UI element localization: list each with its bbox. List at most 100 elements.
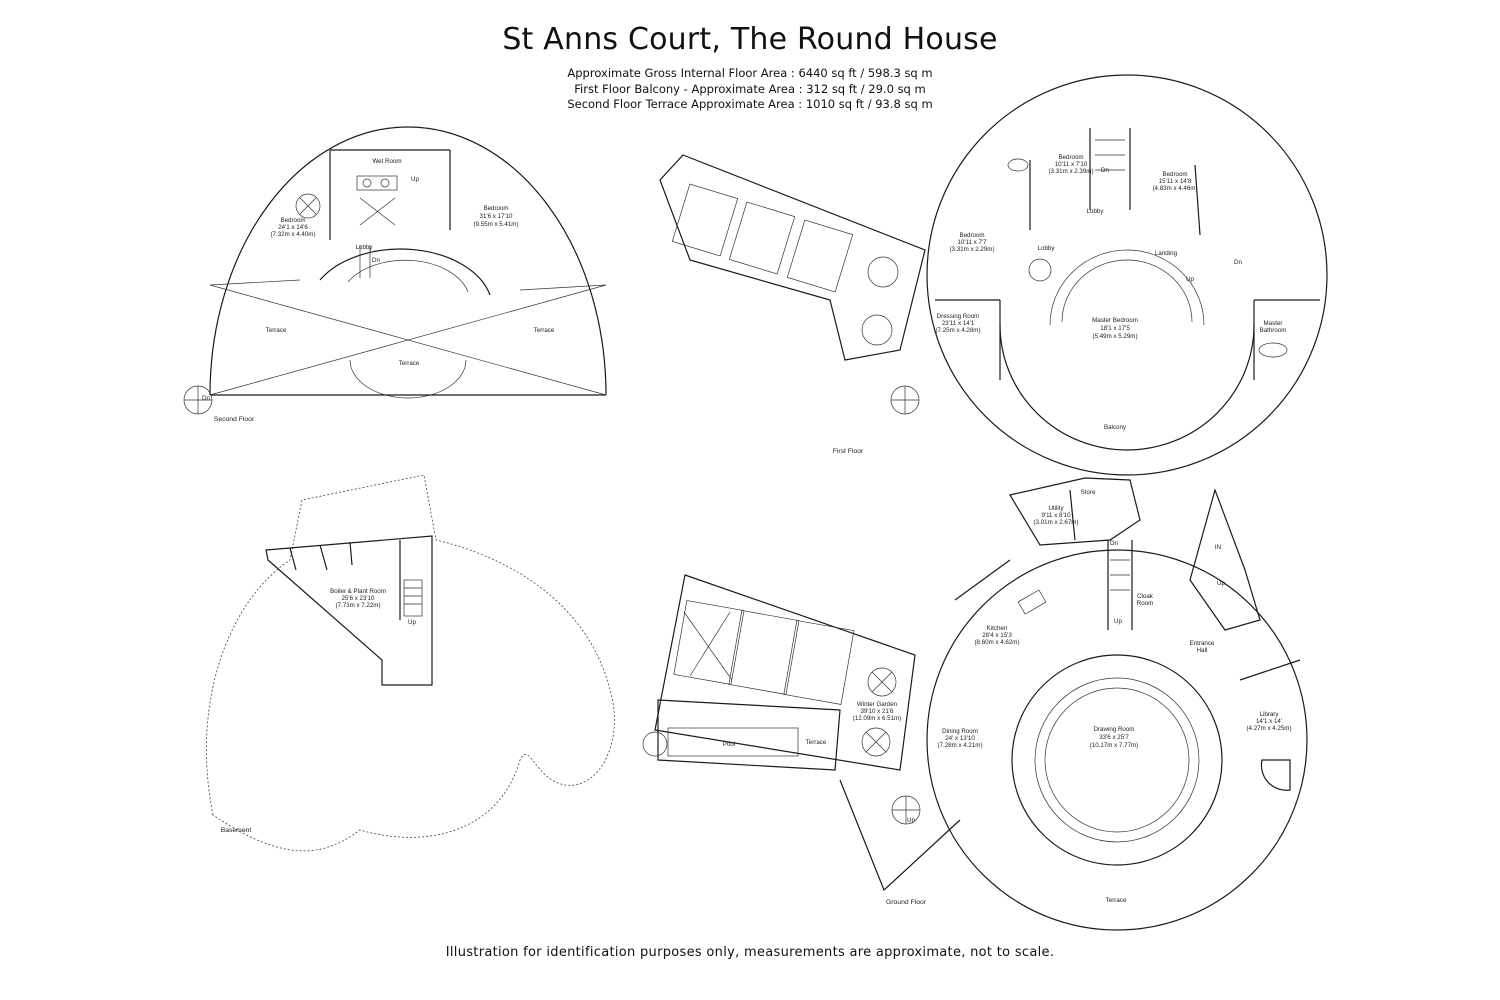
ff-bedroom-a-dim: 10'11 x 7'10	[1055, 161, 1088, 168]
gf-cloak-line1: Cloak	[1137, 593, 1154, 600]
gf-library-dim: 14'1 x 14'	[1256, 718, 1282, 725]
gf-library-metric: (4.27m x 4.25m)	[1246, 725, 1291, 732]
first-floor-balcony-edge	[999, 324, 1255, 451]
sf-wet-room-label: Wet Room	[372, 158, 401, 165]
ff-bedroom-c-metric: (3.31m x 2.29m)	[949, 246, 994, 253]
basement-plant-room	[265, 535, 433, 686]
bs-boiler-metric: (7.73m x 7.22m)	[335, 602, 380, 609]
sf-stair-up: Up	[411, 176, 419, 183]
ground-floor-library-bay	[1260, 759, 1291, 791]
gf-pool-label: Pool	[723, 741, 735, 748]
gf-utility-metric: (3.01m x 2.67m)	[1033, 519, 1078, 526]
gf-utility-dim: 9'11 x 8'10	[1041, 512, 1071, 519]
gf-dining-dim: 24' x 13'10	[945, 735, 975, 742]
sf-bedroom2-dim: 31'6 x 17'10	[480, 213, 514, 220]
gf-kitchen-name: Kitchen	[987, 625, 1008, 632]
basement-label: Basement	[221, 827, 252, 834]
gf-terrace-small-label: Terrace	[806, 739, 827, 746]
gf-cloak-line2: Room	[1137, 600, 1154, 607]
sf-bedroom1-metric: (7.32m x 4.40m)	[270, 231, 315, 238]
ff-stair-up: Up	[1186, 276, 1194, 283]
ff-master-bath-line2: Bathroom	[1260, 327, 1287, 334]
gf-dining-metric: (7.28m x 4.21m)	[937, 742, 982, 749]
ff-bedroom-b-name: Bedroom	[1162, 171, 1187, 178]
sf-bedroom2-name: Bedroom	[483, 205, 508, 212]
area-gross-text: Approximate Gross Internal Floor Area : …	[567, 66, 933, 80]
ff-landing-label: Landing	[1155, 250, 1178, 257]
bs-boiler-name: Boiler & Plant Room	[330, 588, 386, 595]
sf-stair-dn: Dn	[372, 257, 380, 264]
ff-master-name: Master Bedroom	[1092, 317, 1138, 324]
bs-stair-up: Up	[408, 619, 416, 626]
disclaimer-text: Illustration for identification purposes…	[445, 945, 1055, 960]
ff-master-dim: 18'1 x 17'5	[1100, 325, 1130, 332]
second-floor-spiral-stair	[319, 248, 491, 296]
sf-bedroom1-dim: 24'1 x 14'6	[278, 224, 308, 231]
ff-balcony-label: Balcony	[1104, 424, 1127, 431]
sf-bedroom2-metric: (9.55m x 5.41m)	[473, 221, 518, 228]
ground-floor-terrace-edge	[839, 779, 961, 892]
first-floor-outer-wall	[926, 74, 1328, 476]
basement-outline	[206, 474, 615, 852]
second-floor-outer-wall	[209, 126, 607, 396]
gf-winter-metric: (12.09m x 6.51m)	[853, 715, 902, 722]
ground-floor-pool-deck	[657, 699, 841, 771]
gf-store-label: Store	[1081, 489, 1096, 496]
gf-stair-dn: Dn	[1110, 540, 1118, 547]
gf-library-name: Library	[1260, 711, 1280, 718]
ground-floor-entrance-porch	[1189, 488, 1261, 631]
ff-bedroom-c-name: Bedroom	[959, 232, 984, 239]
gf-kitchen-metric: (8.60m x 4.62m)	[974, 639, 1019, 646]
gf-winter-name: Winter Garden	[857, 701, 898, 708]
gf-entrance-line1: Entrance	[1190, 640, 1215, 647]
second-floor-label: Second Floor	[214, 416, 255, 423]
gf-utility-name: Utility	[1048, 505, 1064, 512]
gf-entrance-line2: Hall	[1197, 647, 1208, 654]
sf-terrace-left: Terrace	[266, 327, 287, 334]
first-floor-label: First Floor	[833, 448, 864, 455]
sf-bedroom1-name: Bedroom	[280, 217, 305, 224]
gf-terrace-label: Terrace	[1106, 897, 1127, 904]
area-balcony-text: First Floor Balcony - Approximate Area :…	[574, 82, 926, 96]
ff-bedroom-c-dim: 10'11 x 7'7	[957, 239, 987, 246]
ff-master-metric: (5.49m x 5.29m)	[1092, 333, 1137, 340]
ground-floor-outer-wall	[926, 549, 1308, 931]
ff-lobby1-label: Lobby	[1087, 208, 1105, 215]
ground-floor-plan	[642, 477, 1308, 931]
gf-entrance-stair-up: Up	[1217, 580, 1225, 587]
page-title: St Anns Court, The Round House	[502, 22, 998, 57]
gf-dining-name: Dining Room	[942, 728, 978, 735]
first-floor-roof-wing	[659, 154, 926, 361]
second-floor-bay-terrace	[349, 359, 467, 399]
ground-floor-winter-wing	[654, 574, 916, 771]
gf-winter-dim: 39'10 x 21'6	[861, 708, 895, 715]
ff-bedroom-a-metric: (3.31m x 2.39m)	[1048, 168, 1093, 175]
ground-floor-utility-block	[1009, 477, 1141, 546]
sf-terrace-right: Terrace	[534, 327, 555, 334]
sf-ext-stair-dn: Dn	[202, 395, 210, 402]
sf-terrace-center: Terrace	[399, 360, 420, 367]
gf-drawing-name: Drawing Room	[1094, 726, 1135, 733]
ff-stair-dn: Dn	[1101, 167, 1109, 174]
first-floor-plan	[659, 74, 1328, 476]
gf-ext-stair-up: Up	[907, 817, 915, 824]
ff-stair-dn2: Dn	[1234, 259, 1242, 266]
ff-master-bath-line1: Master	[1264, 320, 1283, 327]
ground-floor-pool	[667, 727, 799, 757]
basement-plan	[206, 474, 615, 852]
gf-drawing-dim: 33'6 x 25'7	[1099, 734, 1129, 741]
gf-drawing-metric: (10.17m x 7.77m)	[1090, 742, 1139, 749]
ff-dressing-dim: 23'11 x 14'1	[942, 320, 975, 327]
bs-boiler-dim: 25'6 x 23'10	[342, 595, 376, 602]
area-terrace-text: Second Floor Terrace Approximate Area : …	[567, 97, 933, 111]
ff-dressing-metric: (7.25m x 4.28m)	[935, 327, 980, 334]
second-floor-plan	[183, 126, 607, 415]
gf-stair-up: Up	[1114, 618, 1122, 625]
ff-bedroom-a-name: Bedroom	[1058, 154, 1083, 161]
gf-in-label: IN	[1215, 544, 1221, 551]
gf-kitchen-dim: 28'4 x 15'3	[982, 632, 1012, 639]
sf-lobby-label: Lobby	[356, 244, 374, 251]
ff-bedroom-b-metric: (4.83m x 4.46m)	[1152, 185, 1197, 192]
ff-lobby2-label: Lobby	[1038, 245, 1056, 252]
